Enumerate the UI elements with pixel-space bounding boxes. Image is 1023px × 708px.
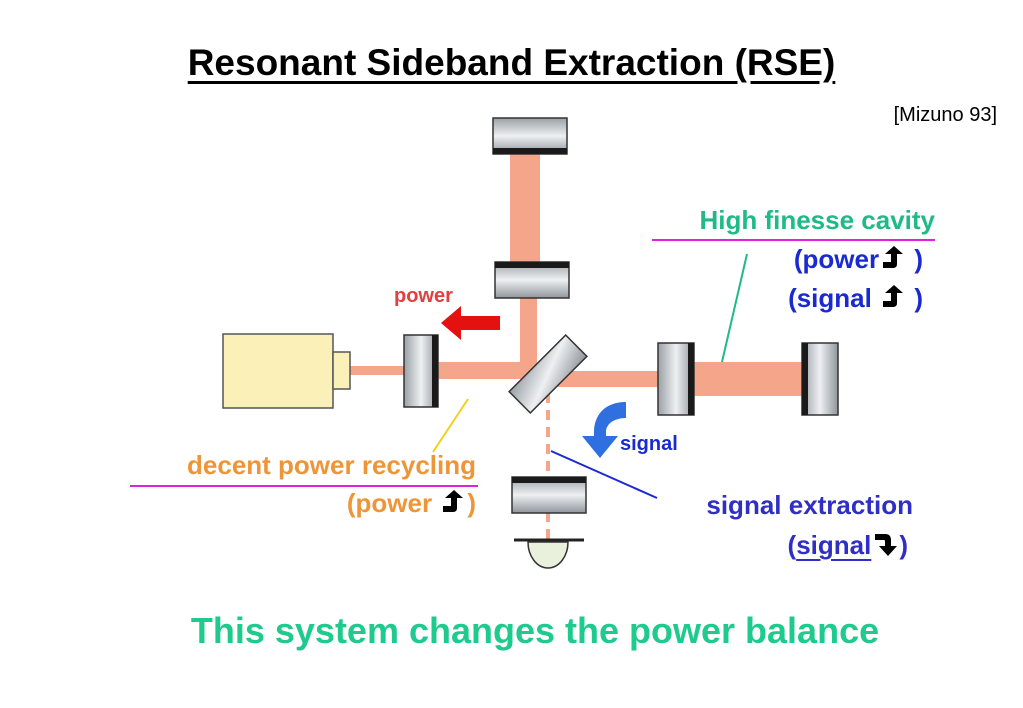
signal-extraction-open: ( — [787, 530, 797, 560]
power-recycling-power-text: (power — [346, 488, 433, 518]
x-arm-cavity-beam — [694, 362, 804, 396]
bottom-caption: This system changes the power balance — [190, 610, 880, 651]
high-finesse-power-line: (power ) — [794, 244, 923, 275]
signal-extraction-pointer — [550, 450, 658, 499]
page-title: Resonant Sideband Extraction (RSE) — [187, 42, 836, 83]
power-recycling-mirror-coating — [432, 335, 438, 407]
photodetector — [527, 541, 569, 569]
power-recycling-title: decent power recycling — [187, 450, 476, 480]
signal-arrow — [582, 402, 626, 458]
signal-extraction-close: ) — [899, 530, 908, 560]
x-input-mirror-coating — [688, 343, 694, 415]
laser-body — [222, 333, 334, 409]
signal-extraction-mirror-coating — [512, 477, 586, 483]
y-end-mirror-coating — [493, 148, 567, 154]
power-arrow-label: power — [394, 285, 453, 307]
turn-down-arrow-icon — [875, 534, 898, 556]
high-finesse-pointer — [721, 253, 748, 363]
signal-extraction-title: signal extraction — [706, 490, 913, 520]
y-input-mirror-coating — [495, 262, 569, 268]
signal-extraction-signal-text: signal — [796, 530, 872, 560]
turn-up-arrow-icon — [883, 285, 904, 307]
high-finesse-title: High finesse cavity — [699, 205, 935, 235]
signal-extraction-signal-line: (signal) — [788, 530, 908, 561]
y-arm-beam — [520, 298, 537, 368]
x-end-mirror-coating — [802, 343, 808, 415]
high-finesse-power-close: ) — [914, 244, 923, 274]
input-beam — [350, 366, 410, 375]
power-recycling-power-close: ) — [467, 488, 476, 518]
signal-arrow-label: signal — [620, 433, 678, 455]
high-finesse-signal-text: (signal — [788, 283, 872, 313]
reference-citation: [Mizuno 93] — [893, 104, 997, 126]
beam-splitter — [508, 334, 588, 414]
recycling-beam — [437, 362, 537, 379]
high-finesse-signal-close: ) — [914, 283, 923, 313]
power-arrow — [441, 306, 500, 340]
high-finesse-power-text: (power — [793, 244, 880, 274]
power-recycling-power-line: (power ) — [347, 488, 476, 519]
turn-up-arrow-icon — [883, 246, 904, 268]
turn-up-arrow-icon — [443, 490, 464, 512]
high-finesse-signal-line: (signal ) — [788, 283, 923, 314]
laser-nozzle — [332, 351, 351, 390]
power-recycling-pointer — [432, 398, 469, 453]
y-arm-cavity-beam — [510, 154, 540, 264]
x-arm-beam — [540, 371, 660, 387]
